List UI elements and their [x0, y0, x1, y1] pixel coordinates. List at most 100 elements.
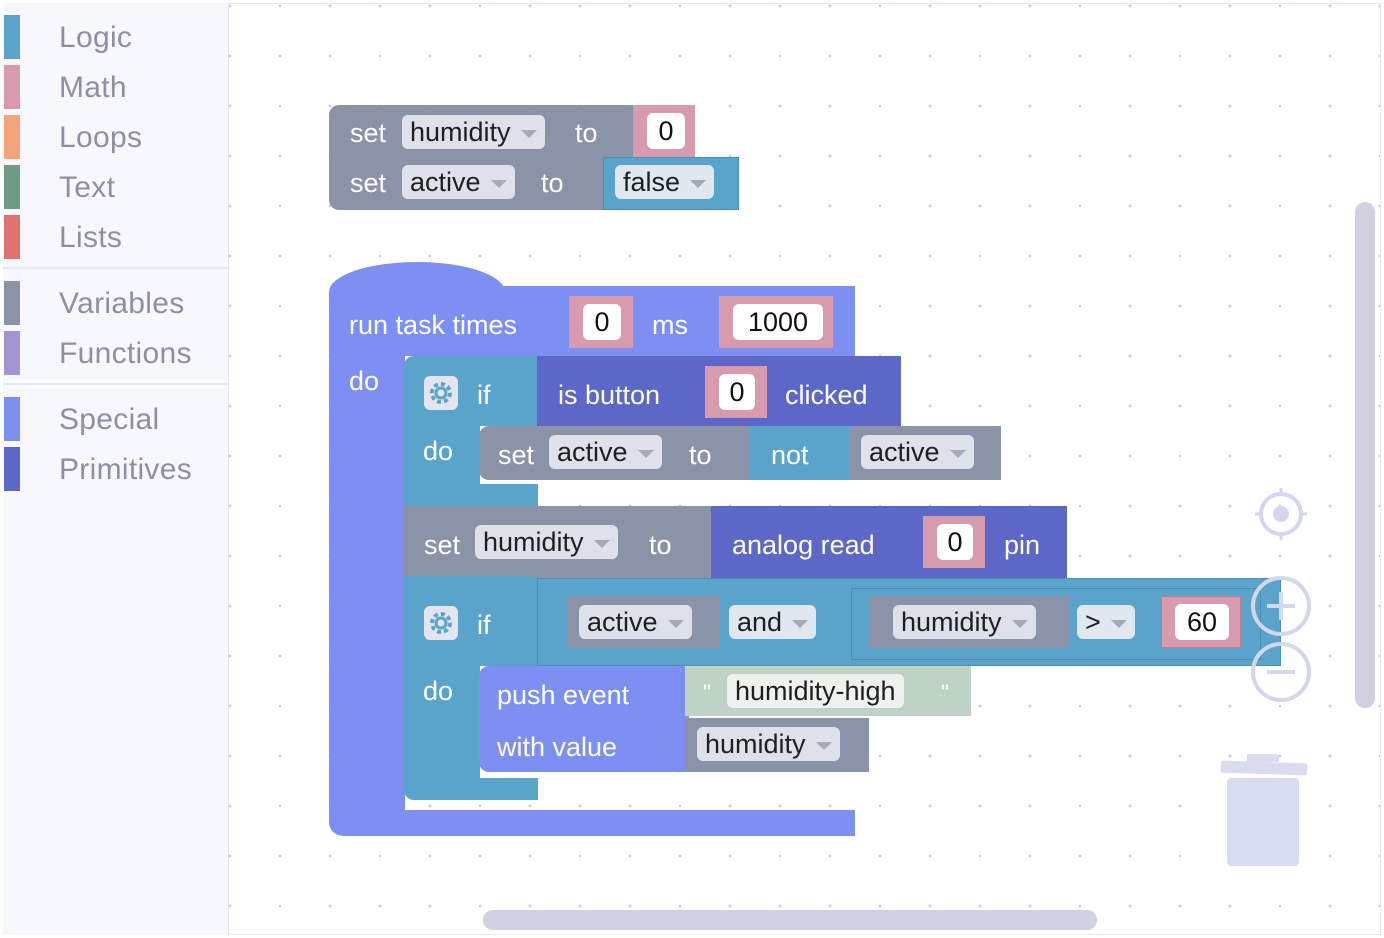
toolbox-separator	[3, 383, 228, 385]
variable-dropdown-active[interactable]: active	[549, 435, 662, 469]
variable-dropdown-humidity[interactable]: humidity	[697, 727, 840, 761]
if-keyword: if	[477, 380, 491, 410]
do-label: do	[423, 676, 454, 706]
analog-read-block[interactable]	[711, 506, 1067, 578]
if-block-arm	[404, 424, 480, 486]
dropdown-value: humidity	[901, 607, 1002, 637]
variable-dropdown-humidity[interactable]: humidity	[893, 605, 1036, 639]
number-input[interactable]: 0	[647, 113, 685, 149]
is-button-label: is button	[558, 380, 661, 410]
push-event-block[interactable]	[479, 666, 689, 772]
chevron-down-icon	[593, 539, 610, 548]
minus-icon	[1251, 642, 1311, 702]
variable-dropdown-active[interactable]: active	[402, 165, 515, 199]
category-math[interactable]: Math	[3, 63, 228, 111]
run-task-footer	[329, 810, 855, 836]
ms-label: ms	[652, 310, 688, 340]
run-task-label: run task times	[349, 310, 518, 340]
category-label: Primitives	[59, 453, 193, 486]
dropdown-value: and	[737, 607, 783, 637]
zoom-out-button[interactable]	[1249, 640, 1313, 704]
compare-operator-dropdown[interactable]: >	[1077, 605, 1135, 639]
logic-operator-dropdown[interactable]: and	[729, 605, 817, 639]
ms-input[interactable]: 1000	[733, 304, 823, 340]
variable-dropdown-active[interactable]: active	[579, 605, 692, 639]
chevron-down-icon	[667, 619, 684, 628]
times-input[interactable]: 0	[583, 304, 621, 340]
variable-dropdown-humidity[interactable]: humidity	[402, 115, 545, 149]
block-workspace[interactable]: set humidity to 0 set active to false ru…	[229, 3, 1381, 935]
crosshair-icon	[1255, 488, 1307, 540]
gear-icon[interactable]	[424, 376, 458, 410]
category-label: Special	[59, 403, 160, 436]
category-loops[interactable]: Loops	[3, 113, 228, 161]
category-color-swatch	[4, 15, 20, 59]
to-keyword: to	[649, 530, 672, 560]
category-color-swatch	[4, 397, 20, 441]
category-label: Functions	[59, 337, 192, 370]
category-color-swatch	[4, 115, 20, 159]
if-keyword: if	[477, 610, 491, 640]
category-special[interactable]: Special	[3, 395, 228, 443]
dropdown-value: humidity	[705, 729, 806, 759]
category-label: Loops	[59, 121, 143, 154]
chevron-down-icon	[690, 179, 707, 188]
category-variables[interactable]: Variables	[3, 279, 228, 327]
analog-read-label: analog read	[732, 530, 875, 560]
horizontal-scrollbar[interactable]	[483, 910, 1097, 930]
category-label: Logic	[59, 21, 133, 54]
vertical-scrollbar[interactable]	[1355, 202, 1375, 708]
toolbox-separator	[3, 267, 228, 269]
trash-can[interactable]	[1219, 752, 1309, 868]
variable-dropdown-humidity[interactable]: humidity	[475, 525, 618, 559]
chevron-down-icon	[520, 129, 537, 138]
open-quote: "	[703, 680, 711, 705]
category-text[interactable]: Text	[3, 163, 228, 211]
do-label: do	[423, 436, 454, 466]
chevron-down-icon	[490, 179, 507, 188]
trash-icon	[1220, 754, 1308, 866]
dropdown-value: false	[623, 167, 681, 197]
category-lists[interactable]: Lists	[3, 213, 228, 261]
zoom-in-button[interactable]	[1249, 574, 1313, 638]
to-keyword: to	[541, 168, 564, 198]
threshold-input[interactable]: 60	[1175, 604, 1229, 640]
boolean-dropdown[interactable]: false	[615, 165, 715, 199]
not-block[interactable]	[749, 426, 851, 480]
category-color-swatch	[4, 165, 20, 209]
to-keyword: to	[575, 118, 598, 148]
to-keyword: to	[689, 440, 712, 470]
not-label: not	[771, 440, 809, 470]
set-keyword: set	[350, 168, 387, 198]
dropdown-value: active	[410, 167, 481, 197]
chevron-down-icon	[637, 449, 654, 458]
chevron-down-icon	[792, 619, 809, 628]
chevron-down-icon	[1011, 619, 1028, 628]
do-label: do	[349, 366, 380, 396]
button-input[interactable]: 0	[719, 374, 755, 410]
pin-input[interactable]: 0	[937, 524, 973, 560]
category-label: Math	[59, 71, 127, 104]
chevron-down-icon	[1110, 619, 1127, 628]
gear-icon[interactable]	[424, 606, 458, 640]
category-color-swatch	[4, 447, 20, 491]
recenter-button[interactable]	[1255, 488, 1307, 540]
dropdown-value: active	[557, 437, 628, 467]
variable-dropdown-active[interactable]: active	[861, 435, 974, 469]
category-color-swatch	[4, 281, 20, 325]
category-label: Variables	[59, 287, 185, 320]
toolbox: Logic Math Loops Text Lists Variables Fu…	[3, 3, 229, 935]
category-label: Lists	[59, 221, 123, 254]
if-block-bottom	[404, 778, 538, 800]
close-quote: "	[941, 680, 949, 705]
dropdown-value: active	[587, 607, 658, 637]
set-keyword: set	[424, 530, 461, 560]
category-functions[interactable]: Functions	[3, 329, 228, 377]
set-keyword: set	[498, 440, 535, 470]
set-keyword: set	[350, 118, 387, 148]
text-input[interactable]: humidity-high	[727, 674, 904, 708]
category-logic[interactable]: Logic	[3, 13, 228, 61]
category-primitives[interactable]: Primitives	[3, 445, 228, 493]
if-block-arm	[404, 664, 480, 790]
